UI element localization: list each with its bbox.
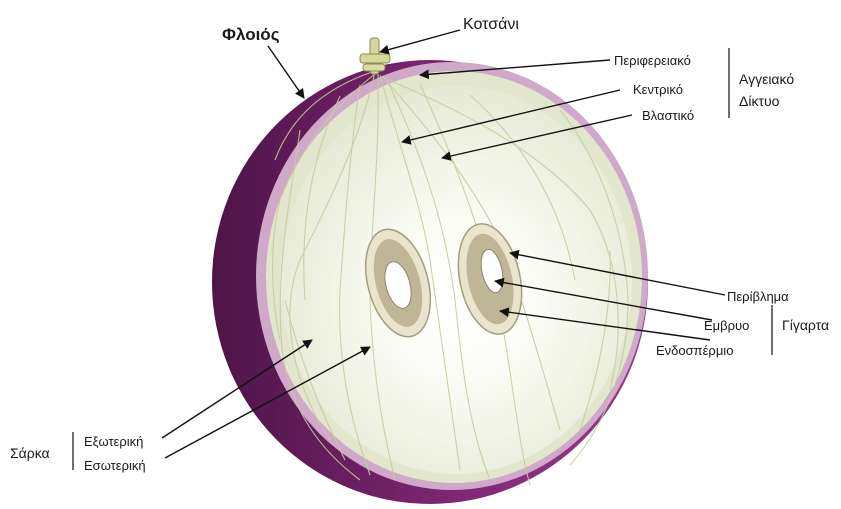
label-stem: Κοτσάνι xyxy=(463,16,519,33)
label-embryo: Εμβρυο xyxy=(704,318,749,333)
label-peripheral: Περιφερειακό xyxy=(614,53,691,68)
arrow-stem xyxy=(380,30,460,52)
flesh-inner xyxy=(280,86,632,474)
label-vascular-2: Δίκτυο xyxy=(739,93,780,109)
label-seed-group: Γίγαρτα xyxy=(782,317,829,333)
label-skin: Φλοιός xyxy=(222,25,280,44)
label-ovular: Βλαστικό xyxy=(642,108,694,123)
label-flesh-group: Σάρκα xyxy=(10,445,50,461)
label-flesh-inner: Εσωτερική xyxy=(84,458,146,473)
label-central: Κεντρικό xyxy=(633,82,683,97)
arrow-skin xyxy=(268,46,304,98)
label-endosperm: Ενδοσπέρμιο xyxy=(656,343,733,358)
label-flesh-outer: Εξωτερική xyxy=(84,434,143,449)
label-seed-coat: Περίβλημα xyxy=(727,289,789,304)
label-vascular-1: Αγγειακό xyxy=(739,71,794,87)
